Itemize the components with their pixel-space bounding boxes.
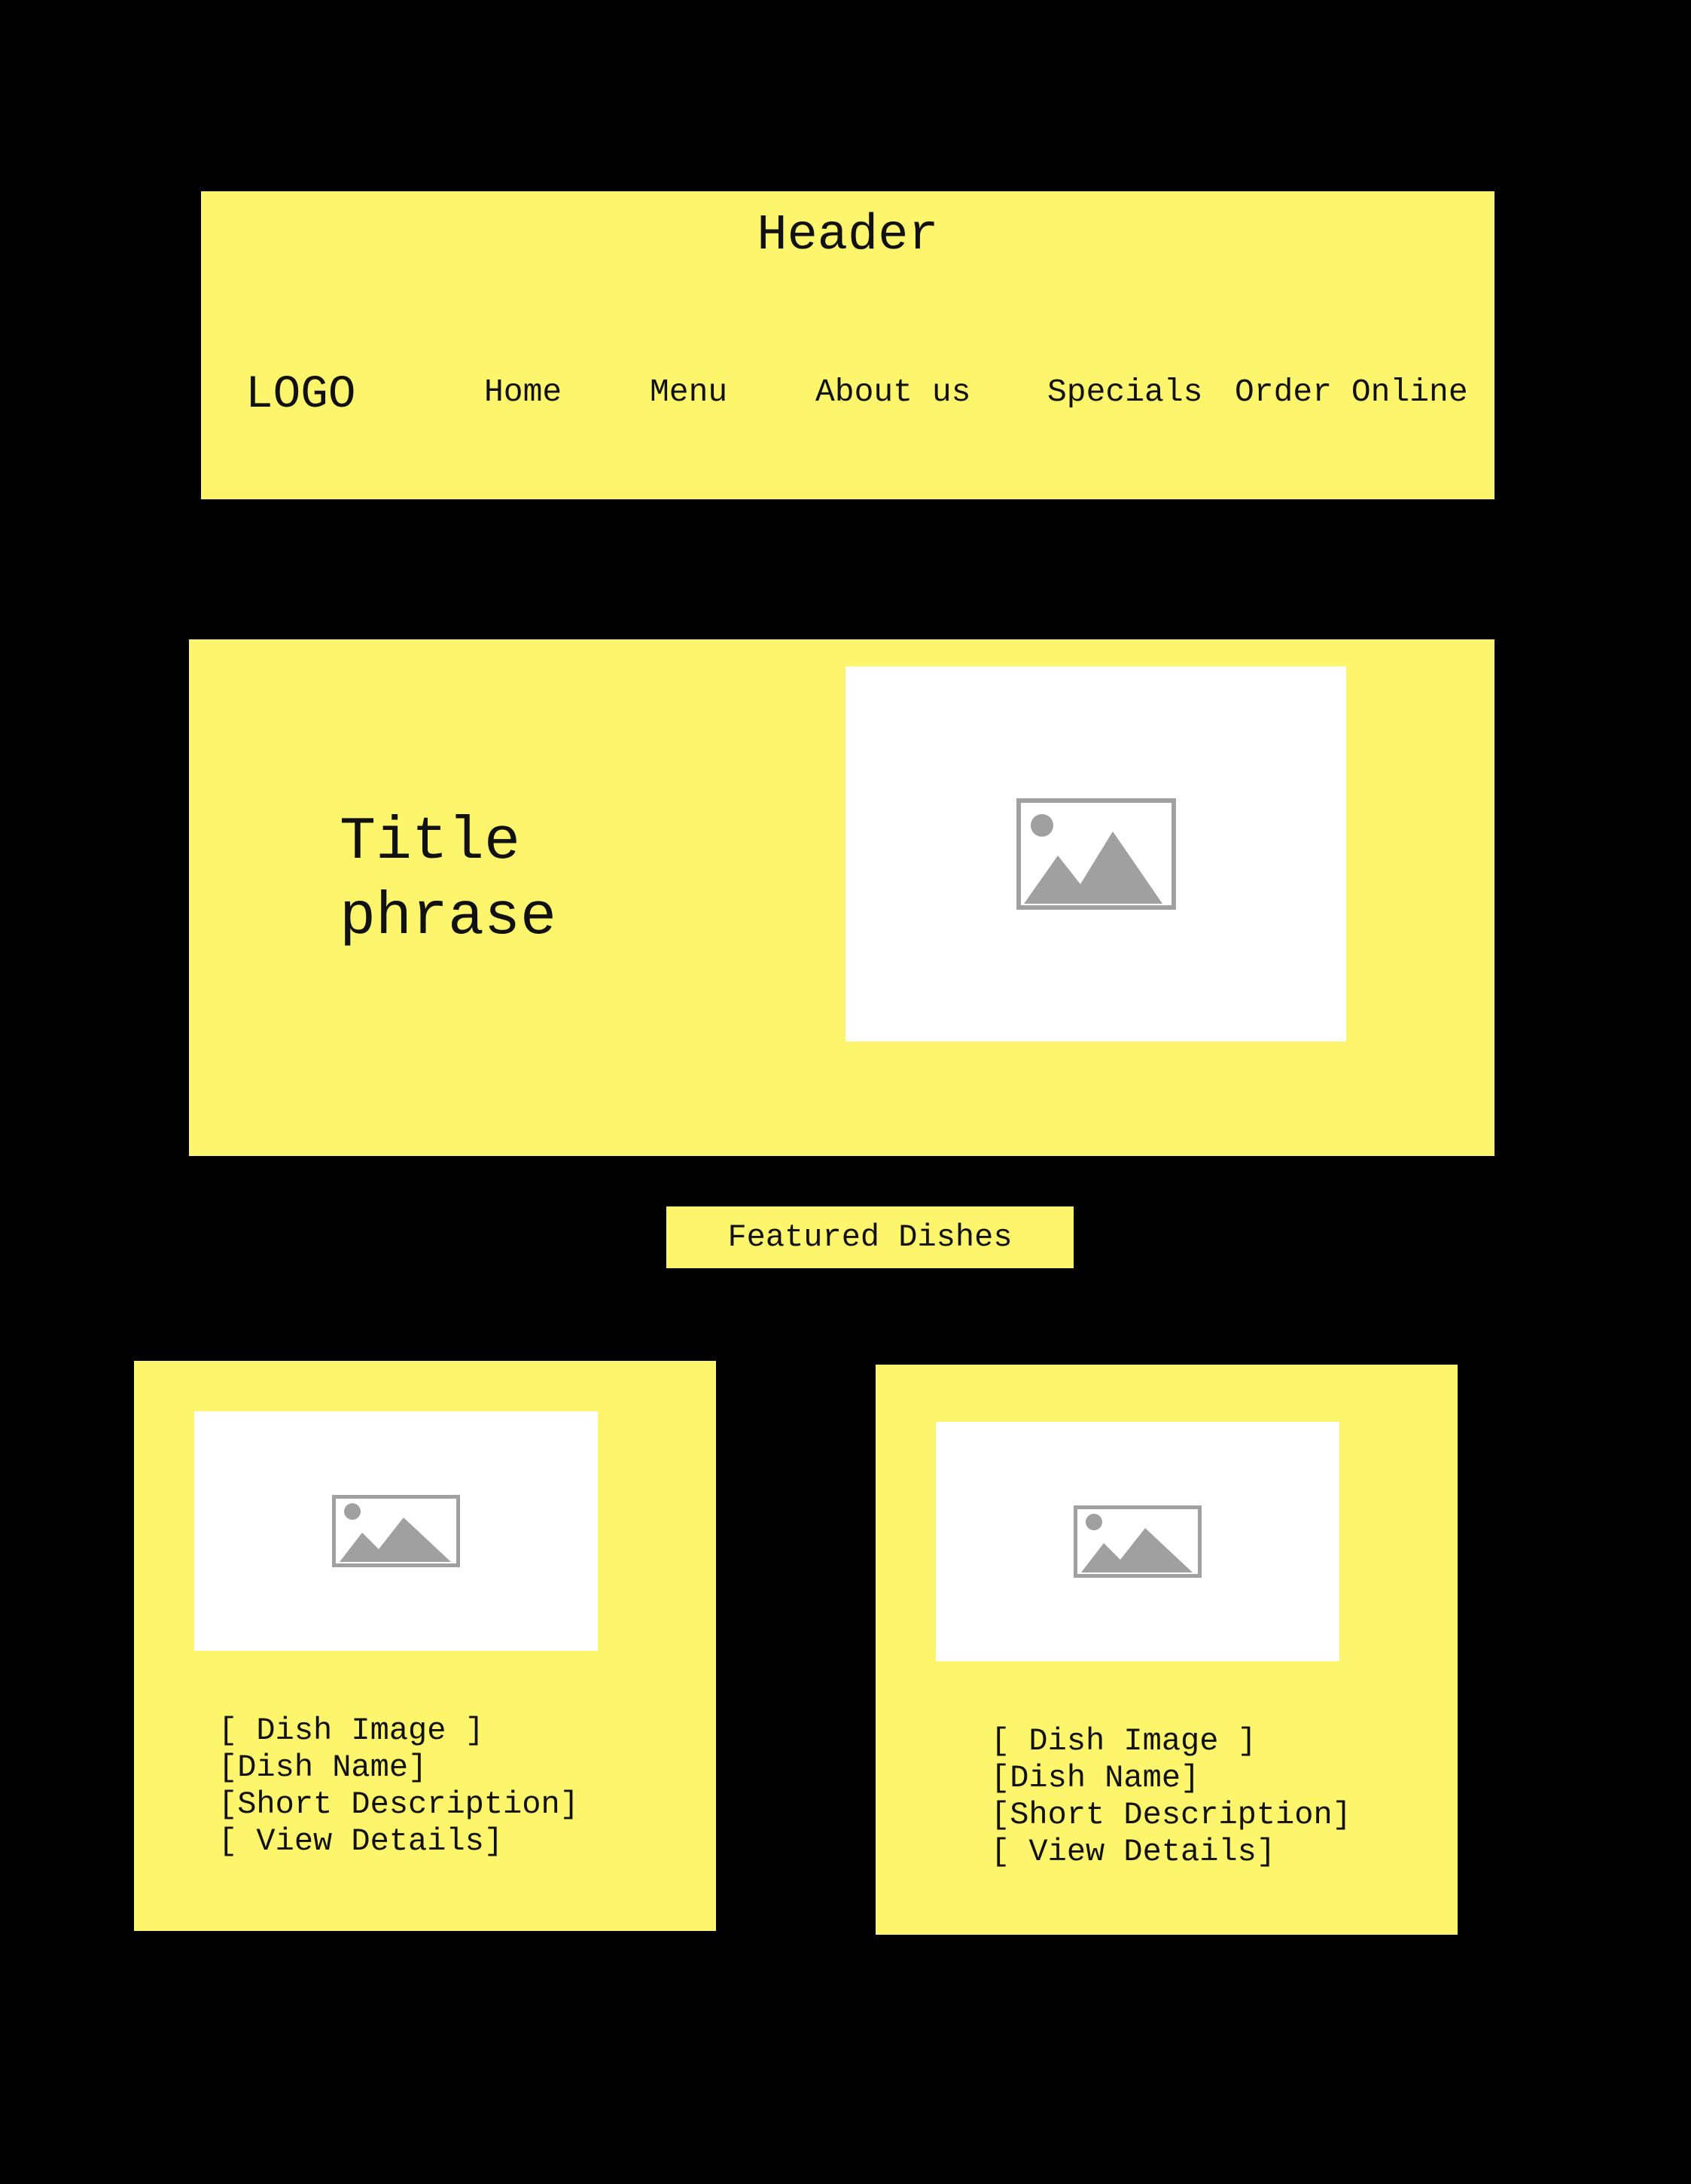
dish-description: [Short Description] (218, 1786, 579, 1823)
nav-link-specials[interactable]: Specials (1047, 374, 1203, 410)
hero-section: Title phrase (189, 639, 1494, 1156)
site-header: Header LOGO Home Menu About us Specials … (201, 191, 1494, 499)
dish-image-label: [ Dish Image ] (218, 1713, 484, 1749)
view-details-link[interactable]: [ View Details] (991, 1834, 1276, 1870)
hero-title-line-2: phrase (340, 883, 557, 952)
dish-description: [Short Description] (991, 1797, 1351, 1833)
image-placeholder-icon (1074, 1505, 1202, 1578)
nav-link-order-online[interactable]: Order Online (1235, 374, 1468, 410)
hero-image-placeholder (846, 666, 1346, 1042)
nav-link-home[interactable]: Home (484, 374, 562, 410)
dish-image-placeholder (936, 1422, 1339, 1661)
hero-title: Title phrase (340, 805, 611, 956)
image-placeholder-icon (1016, 798, 1176, 910)
hero-title-line-1: Title (340, 808, 521, 877)
nav-link-menu[interactable]: Menu (650, 374, 728, 410)
dish-card-text: [ Dish Image ] [Dish Name] [Short Descri… (991, 1723, 1351, 1871)
view-details-link[interactable]: [ View Details] (218, 1823, 504, 1859)
nav-link-about-us[interactable]: About us (815, 374, 971, 410)
dish-card: [ Dish Image ] [Dish Name] [Short Descri… (876, 1365, 1458, 1935)
dish-image-label: [ Dish Image ] (991, 1723, 1257, 1759)
featured-dishes-label: Featured Dishes (727, 1219, 1013, 1255)
dish-image-placeholder (194, 1411, 598, 1651)
dish-card: [ Dish Image ] [Dish Name] [Short Descri… (134, 1361, 716, 1931)
dish-name: [Dish Name] (218, 1749, 428, 1786)
dish-name: [Dish Name] (991, 1760, 1200, 1796)
image-placeholder-icon (332, 1495, 460, 1567)
header-title: Header (757, 207, 939, 264)
dish-card-text: [ Dish Image ] [Dish Name] [Short Descri… (218, 1713, 579, 1860)
featured-dishes-heading: Featured Dishes (666, 1206, 1074, 1268)
logo[interactable]: LOGO (245, 369, 356, 421)
